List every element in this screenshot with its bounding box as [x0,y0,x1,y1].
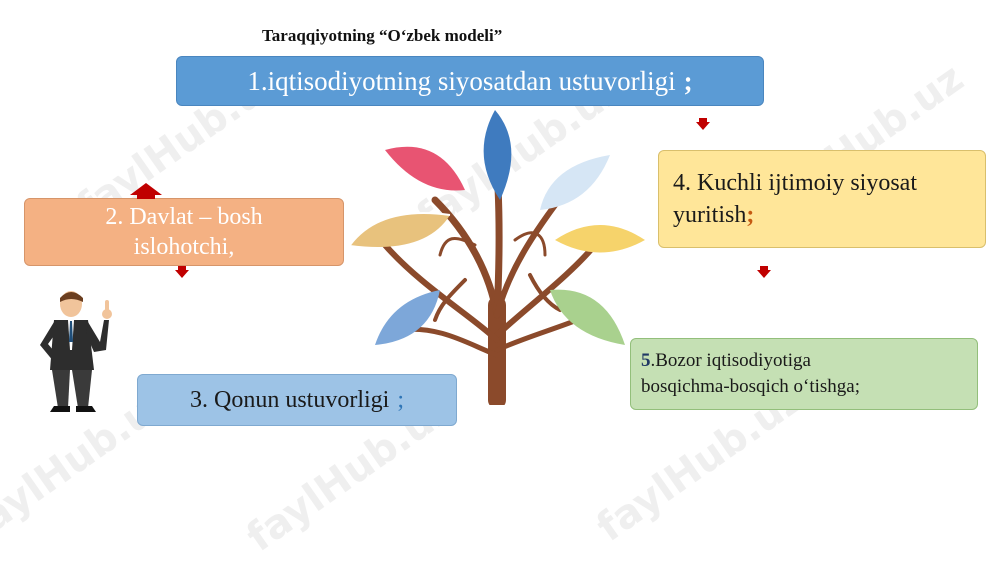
point-4-semicolon: ; [746,202,755,228]
arrow-down-stem [760,266,768,270]
diagram-title: Taraqqiyotning “O‘zbek modeli” [262,26,503,45]
point-1-text: 1.iqtisodiyotning siyosatdan ustuvorligi [247,65,676,96]
arrow-down-stem [699,118,707,122]
point-5-line-1: .Bozor iqtisodiyotiga [650,350,811,371]
point-3-semicolon: ; [397,386,404,413]
arrow-down-stem [178,266,186,270]
point-4-line-1: 4. Kuchli ijtimoiy siyosat [673,170,917,196]
point-3-text: 3. Qonun ustuvorligi [189,386,390,413]
point-2-line-1: 2. Davlat – bosh [105,204,263,230]
arrow-down-icon [757,270,771,278]
point-4-line-2: yuritish [673,202,747,228]
point-1-box: 1.iqtisodiyotning siyosatdan ustuvorligi… [176,56,764,106]
arrow-down-icon [175,270,189,278]
point-1-semicolon: ; [683,65,693,96]
businessman-icon [40,291,112,412]
point-2-box: 2. Davlat – bosh islohotchi, [24,198,344,266]
point-3-box: 3. Qonun ustuvorligi ; [137,374,457,426]
point-5-line-2: bosqichma-bosqich o‘tishga; [641,376,860,397]
arrow-up-icon [130,183,162,195]
arrow-up-stem [137,194,155,199]
tree-icon [349,110,645,405]
point-5-number: 5 [641,350,651,371]
point-4-box: 4. Kuchli ijtimoiy siyosat yuritish; [658,150,986,248]
point-5-box: 5.Bozor iqtisodiyotiga bosqichma-bosqich… [630,338,978,410]
point-2-line-2: islohotchi, [133,234,235,260]
arrow-down-icon [696,122,710,130]
